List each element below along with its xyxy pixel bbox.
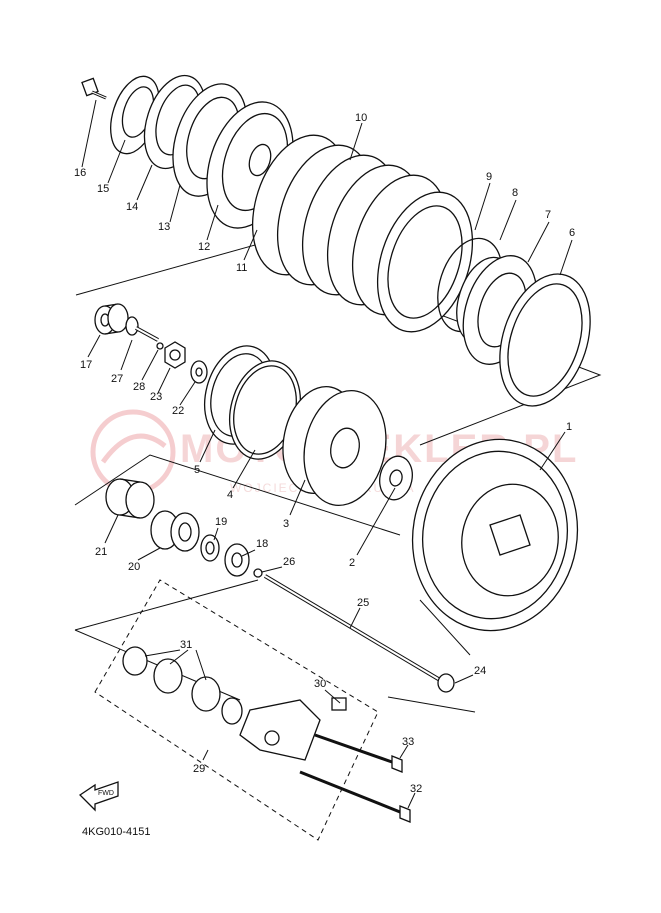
diagram-code: 4KG010-4151 xyxy=(82,826,151,838)
callout-30: 30 xyxy=(314,678,326,690)
callout-25: 25 xyxy=(357,597,369,609)
friction-plate-6 xyxy=(499,273,591,407)
callout-4: 4 xyxy=(227,489,233,501)
callout-26: 26 xyxy=(283,556,295,568)
callout-3: 3 xyxy=(283,518,289,530)
callout-7: 7 xyxy=(545,209,551,221)
bolt-32 xyxy=(299,770,411,823)
push-rod-25 xyxy=(263,574,442,682)
callout-9: 9 xyxy=(486,171,492,183)
boot-30-area xyxy=(221,697,347,761)
lower-outline-c xyxy=(387,696,476,713)
callout-19: 19 xyxy=(215,516,227,528)
callout-8: 8 xyxy=(512,187,518,199)
callout-31: 31 xyxy=(180,639,192,651)
primary-driven-gear-1 xyxy=(411,438,579,632)
callout-18: 18 xyxy=(256,538,268,550)
callout-24: 24 xyxy=(474,665,486,677)
thrust-washer-2 xyxy=(379,455,413,501)
callout-6: 6 xyxy=(569,227,575,239)
callout-5: 5 xyxy=(194,464,200,476)
callout-29: 29 xyxy=(193,763,205,775)
push-rod-27 xyxy=(125,316,159,342)
callout-33: 33 xyxy=(402,736,414,748)
lock-washer-22 xyxy=(190,360,208,384)
plate-stack-10 xyxy=(251,134,474,333)
callout-13: 13 xyxy=(158,221,170,233)
seal-24 xyxy=(437,673,455,693)
ball-26 xyxy=(253,568,263,578)
callout-10: 10 xyxy=(355,112,367,124)
callout-32: 32 xyxy=(410,783,422,795)
callout-20: 20 xyxy=(128,561,140,573)
bearing-19 xyxy=(200,534,220,562)
callout-1: 1 xyxy=(566,421,572,433)
callout-23: 23 xyxy=(150,391,162,403)
callout-27: 27 xyxy=(111,373,123,385)
bolt-16 xyxy=(81,77,107,100)
callout-28: 28 xyxy=(133,381,145,393)
callout-15: 15 xyxy=(97,183,109,195)
callout-16: 16 xyxy=(74,167,86,179)
callout-21: 21 xyxy=(95,546,107,558)
bearing-17 xyxy=(94,303,129,335)
seal-group-31 xyxy=(122,646,221,712)
leader-lines xyxy=(81,99,573,809)
callout-labels: 1 2 3 4 5 6 7 8 9 10 11 12 13 14 15 16 1… xyxy=(74,112,575,795)
nut-23 xyxy=(164,341,186,369)
callout-12: 12 xyxy=(198,241,210,253)
section-outlines xyxy=(74,244,602,713)
callout-11: 11 xyxy=(236,262,247,274)
callout-2: 2 xyxy=(349,557,355,569)
lower-left-outline xyxy=(74,579,259,631)
callout-17: 17 xyxy=(80,359,92,371)
callout-14: 14 xyxy=(126,201,138,213)
washer-18 xyxy=(224,543,250,577)
cover-group-dashed-box xyxy=(94,579,379,841)
bolt-33 xyxy=(314,733,403,773)
callout-22: 22 xyxy=(172,405,184,417)
ball-28 xyxy=(156,342,164,350)
clutch-boss-3 xyxy=(282,386,387,506)
fwd-label: FWD xyxy=(98,790,114,797)
lower-outline-b xyxy=(419,599,471,656)
bearing-21 xyxy=(105,478,155,519)
spacer-20 xyxy=(150,510,200,552)
middle-section-outline xyxy=(74,454,401,536)
fwd-arrow-icon: FWD xyxy=(78,781,119,812)
